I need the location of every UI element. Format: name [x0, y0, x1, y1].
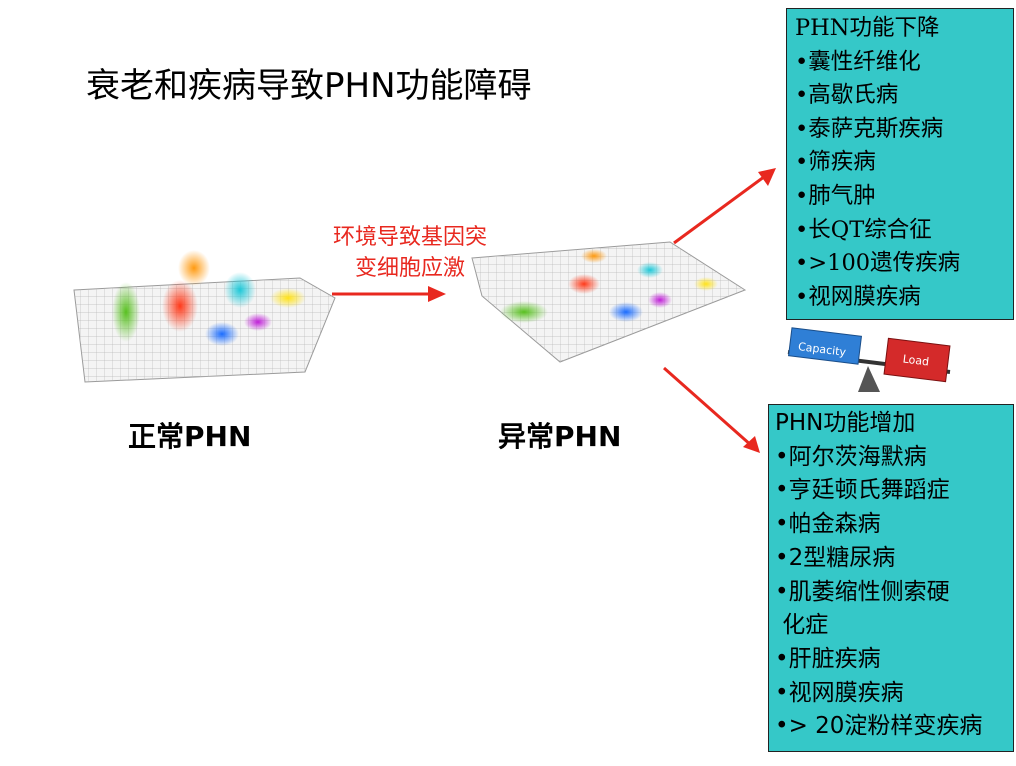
increase-item: •帕金森病: [775, 511, 881, 538]
cause-line-2: 变细胞应激: [354, 256, 465, 281]
capacity-label: Capacity: [797, 340, 847, 359]
increase-item: •2型糖尿病: [775, 544, 896, 571]
slide-title: 衰老和疾病导致PHN功能障碍: [86, 66, 532, 106]
increase-item: 化症: [775, 612, 829, 639]
abnormal-phn-landscape: [471, 241, 747, 363]
phn-decline-box: PHN功能下降 •囊性纤维化 •高歇氏病 •泰萨克斯疾病 •筛疾病 •肺气肿 •…: [786, 8, 1014, 320]
decline-item: •>100遗传疾病: [795, 250, 961, 277]
decline-item: •泰萨克斯疾病: [795, 115, 944, 142]
cause-text: 环境导致基因突 变细胞应激: [302, 222, 518, 284]
increase-item: •> 20淀粉样变疾病: [775, 713, 983, 740]
increase-item: •亨廷顿氏舞蹈症: [775, 477, 950, 504]
decline-arrow: [673, 168, 776, 245]
increase-arrow: [663, 366, 760, 453]
abnormal-phn-label: 异常PHN: [498, 420, 622, 453]
increase-heading: PHN功能增加: [775, 410, 916, 436]
increase-item: •视网膜疾病: [775, 679, 904, 706]
cause-arrow: [332, 286, 446, 302]
decline-item: •囊性纤维化: [795, 48, 921, 75]
cause-line-1: 环境导致基因突: [332, 225, 487, 250]
normal-phn-landscape: [73, 250, 336, 383]
increase-item: •肌萎缩性侧索硬: [775, 578, 950, 605]
decline-item: •筛疾病: [795, 149, 876, 176]
increase-item: •肝脏疾病: [775, 645, 881, 672]
decline-item: •长QT综合征: [795, 216, 932, 243]
load-label: Load: [902, 352, 930, 368]
increase-item: •阿尔茨海默病: [775, 443, 927, 470]
normal-phn-label: 正常PHN: [128, 420, 252, 453]
decline-heading: PHN功能下降: [795, 15, 940, 41]
phn-increase-box: PHN功能增加 •阿尔茨海默病 •亨廷顿氏舞蹈症 •帕金森病 •2型糖尿病 •肌…: [768, 404, 1014, 752]
decline-item: •高歇氏病: [795, 82, 899, 109]
capacity-load-scale: Capacity Load: [787, 327, 951, 392]
decline-item: •视网膜疾病: [795, 283, 921, 310]
decline-item: •肺气肿: [795, 182, 876, 209]
